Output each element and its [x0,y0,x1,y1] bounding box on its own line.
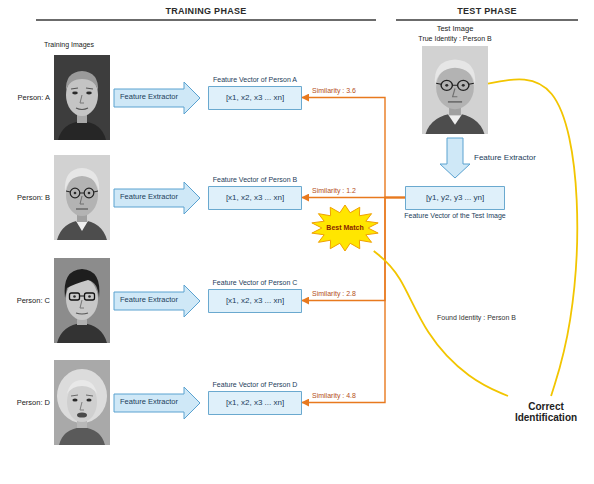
edge-label: Similarity : 3.6 [311,87,357,95]
vector-text: [x1, x2, x3 ... xn] [226,398,284,407]
vector-heading: Feature Vector of the Test Image [395,212,515,220]
extractor-label: Feature Extractor [120,93,178,102]
result-box: Correct Identification [500,396,592,428]
vector-text: [x1, x2, x3 ... xn] [226,296,284,305]
identity-curve [374,251,508,396]
feature-vector-box: Feature Vector of Person C[x1, x2, x3 ..… [208,289,302,313]
feature-extractor-arrow: Feature Extractor [114,285,200,317]
edge-label: Similarity : 4.8 [311,392,357,400]
section-header: TEST PHASE [457,6,517,16]
feature-vector-box: Feature Vector of Person B[x1, x2, x3 ..… [208,186,302,210]
vector-heading: Feature Vector of Person D [213,381,298,389]
similarity-arrow [302,198,405,403]
feature-vector-box: Feature Vector of Person D[x1, x2, x3 ..… [208,391,302,415]
box-shape [209,86,302,109]
box-shape [209,391,302,414]
arrow-shape [440,138,470,178]
feature-vector-box: Feature Vector of Person A[x1, x2, x3 ..… [208,86,302,110]
face-photo [54,155,110,240]
vector-text: [y1, y2, y3 ... yn] [426,193,484,202]
identity-label: True Identity : Person B [418,35,491,43]
feature-extractor-arrow: Feature Extractor [114,182,200,214]
extractor-label: Feature Extractor [120,398,178,407]
similarity-arrow [302,98,405,198]
identity-curve [488,79,577,396]
starburst-label: Best Match [326,224,363,232]
vector-text: [x1, x2, x3 ... xn] [226,193,284,202]
face-photo: Person: B [54,155,110,240]
edge-label: Similarity : 2.8 [311,290,357,298]
feature-extractor-arrow: Feature Extractor [114,387,200,419]
edge-label: Found Identity : Person B [436,314,517,322]
vector-heading: Feature Vector of Person B [213,176,297,184]
extractor-label: Feature Extractor [474,153,536,162]
face-photo: Person: D [54,360,110,445]
box-shape [406,186,505,209]
starburst-shape [312,205,378,251]
person-label: Person: D [17,398,50,407]
arrow-shape [114,182,200,214]
person-label: Person: B [17,193,50,202]
face-photo: Person: A [54,55,110,140]
test-face-photo [422,46,488,134]
extractor-label: Feature Extractor [120,296,178,305]
section-rule [36,19,376,21]
vector-heading: Feature Vector of Person C [213,279,298,287]
face-photo [54,258,110,343]
result-text: Correct Identification [500,401,592,424]
box-shape [209,289,302,312]
vector-text: [x1, x2, x3 ... xn] [226,93,284,102]
image-caption: Test Image [437,25,474,34]
arrow-shape [114,285,200,317]
face-photo: Person: C [54,258,110,343]
test-image: Test ImageTrue Identity : Person B [422,46,488,134]
face-photo [54,55,110,140]
edge-label: Similarity : 1.2 [311,187,357,195]
feature-extractor-arrow: Feature Extractor [114,82,200,114]
feature-vector-box: [y1, y2, y3 ... yn]Feature Vector of the… [405,186,505,210]
extractor-label: Feature Extractor [120,193,178,202]
arrow-shape [114,387,200,419]
similarity-arrow [302,198,405,301]
section-header: TRAINING PHASE [165,6,246,16]
arrow-shape [440,138,470,178]
person-label: Person: C [17,296,50,305]
box-shape [209,186,302,209]
arrow-shape [114,82,200,114]
best-match-starburst: Best Match [311,205,379,251]
vector-heading: Feature Vector of Person A [213,76,297,84]
section-rule [396,19,578,21]
feature-extractor-arrow: Feature Extractor [440,138,470,178]
column-caption: Training Images [44,41,94,49]
person-label: Person: A [17,93,50,102]
face-photo [54,360,110,445]
